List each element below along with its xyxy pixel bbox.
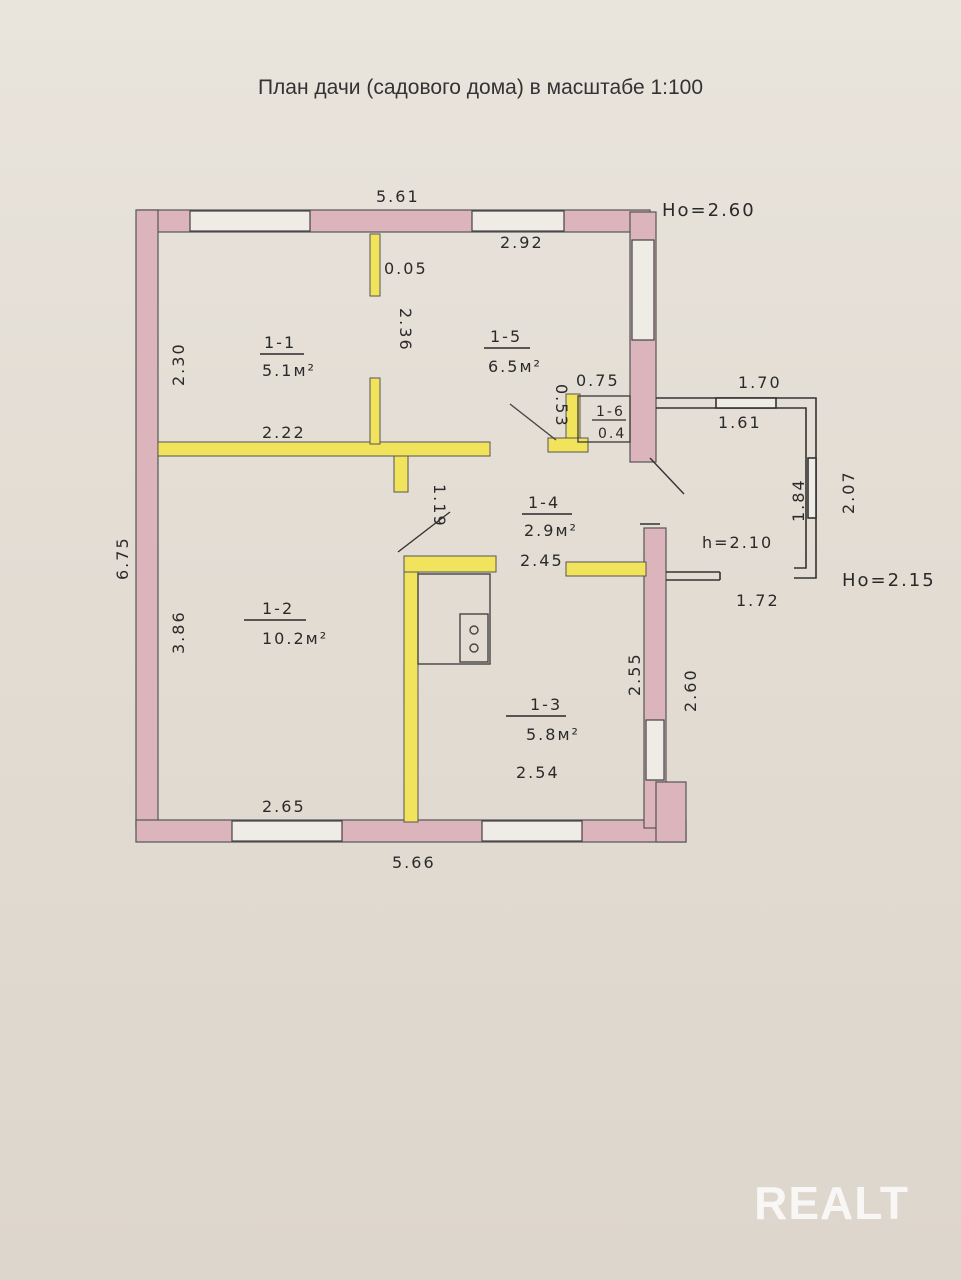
partition-1-1-lower xyxy=(369,377,381,445)
dim-top-outer: 5.61 xyxy=(376,187,420,206)
dim-right-inner: 2.55 xyxy=(625,652,644,696)
dim-right-outer: 2.60 xyxy=(681,668,700,712)
partition-horizontal xyxy=(157,441,491,457)
room-1-2-area: 10.2м² xyxy=(262,629,328,648)
dim-bottom-left: 2.65 xyxy=(262,797,306,816)
room-1-1-area: 5.1м² xyxy=(262,361,316,380)
dim-partition-height: 2.36 xyxy=(396,308,415,352)
room-1-4-area: 2.9м² xyxy=(524,521,578,540)
wall-bottom xyxy=(135,819,687,843)
room-1-6-area: 0.4 xyxy=(598,426,626,442)
dim-bottom-right: 2.54 xyxy=(516,763,560,782)
partition-closet xyxy=(547,437,589,453)
windows xyxy=(189,210,665,842)
partition-corridor-right xyxy=(565,561,647,577)
extension-window-top xyxy=(715,397,777,409)
dim-bottom-outer: 5.66 xyxy=(392,853,436,872)
page-title: План дачи (садового дома) в масштабе 1:1… xyxy=(257,76,704,99)
closet-outline xyxy=(577,395,631,443)
room-1-5-id: 1-5 xyxy=(490,327,522,346)
realt-watermark: REALT xyxy=(754,1177,909,1229)
counter-outline xyxy=(417,573,491,665)
door-swings xyxy=(397,457,685,553)
room-1-4-id: 1-4 xyxy=(528,493,560,512)
dim-left-top: 2.30 xyxy=(169,342,188,386)
window-right-top xyxy=(631,239,655,341)
window-bottom-right xyxy=(481,820,583,842)
dim-top-right-inner: 2.92 xyxy=(500,233,544,252)
dim-ext-bottom: 1.72 xyxy=(736,591,780,610)
extension-bottom-stub xyxy=(666,571,721,581)
window-right-bottom xyxy=(645,719,665,781)
dim-ext-left: 1.84 xyxy=(789,478,808,522)
closet-door-swing xyxy=(509,403,557,441)
wall-bottom-right-corner xyxy=(655,781,687,843)
partition-kitchen-top xyxy=(403,555,497,573)
dim-closet-h: 0.53 xyxy=(552,384,571,428)
room-1-3-id: 1-3 xyxy=(530,695,562,714)
kitchen-counter xyxy=(417,573,491,665)
partition-closet-side xyxy=(565,393,581,439)
room-1-1-id: 1-1 xyxy=(264,333,296,352)
room-1-3-area: 5.8м² xyxy=(526,725,580,744)
room-labels: 1-1 5.1м² 1-2 10.2м² 1-3 5.8м² 1-4 2.9м²… xyxy=(244,327,626,744)
dim-left-outer: 6.75 xyxy=(113,536,132,580)
height-extension: Hо=2.15 xyxy=(842,570,936,591)
wall-left xyxy=(135,209,159,829)
dim-ext-right: 2.07 xyxy=(839,470,858,514)
room-1-2-id: 1-2 xyxy=(262,599,294,618)
dim-wall-width: 2.22 xyxy=(262,423,306,442)
extension xyxy=(656,397,817,581)
dim-ext-h: h=2.10 xyxy=(702,533,773,552)
extension-window-right xyxy=(807,457,817,519)
dim-corridor-left: 1.19 xyxy=(430,484,449,528)
window-bottom-left xyxy=(231,820,343,842)
stove xyxy=(459,613,489,663)
partitions xyxy=(157,233,647,823)
window-top-left xyxy=(189,210,311,232)
closet-1-6 xyxy=(509,395,631,443)
room-1-5-area: 6.5м² xyxy=(488,357,542,376)
dim-ext-top-inner: 1.61 xyxy=(718,413,762,432)
door-entrance xyxy=(649,457,685,495)
window-top-right xyxy=(471,210,565,232)
dim-left-bottom: 3.86 xyxy=(169,610,188,654)
height-main: Hо=2.60 xyxy=(662,200,756,221)
stove-burner xyxy=(469,625,479,635)
dim-corridor-width: 2.45 xyxy=(520,551,564,570)
partition-1-1-upper xyxy=(369,233,381,297)
room-1-6-id: 1-6 xyxy=(596,404,625,420)
dim-ext-top-outer: 1.70 xyxy=(738,373,782,392)
dim-closet-w: 0.75 xyxy=(576,371,620,390)
dim-partition-small: 0.05 xyxy=(384,259,428,278)
partition-kitchen-vertical xyxy=(403,555,419,823)
stove-burner xyxy=(469,643,479,653)
dimension-labels: 5.61 5.66 6.75 2.30 3.86 2.92 0.05 2.36 … xyxy=(113,187,936,872)
partition-corridor-stub xyxy=(393,455,409,493)
door-kitchen xyxy=(397,511,451,553)
